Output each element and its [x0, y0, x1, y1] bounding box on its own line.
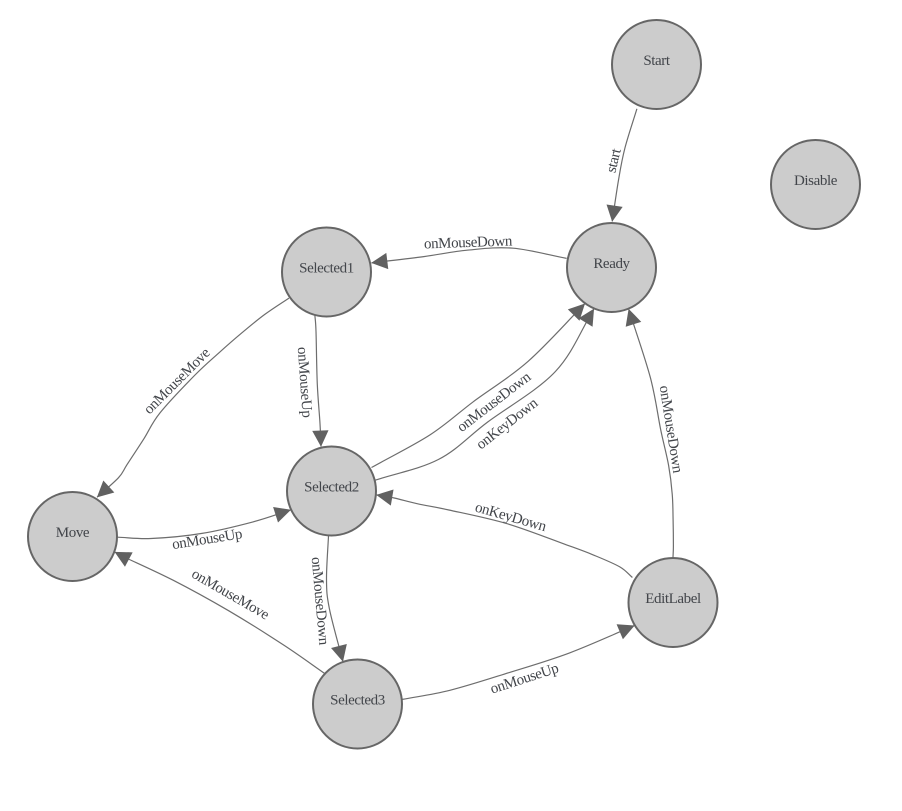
svg-text:Selected1: Selected1	[299, 261, 354, 277]
svg-text:Selected3: Selected3	[330, 693, 385, 709]
svg-text:onMouseDown: onMouseDown	[308, 556, 332, 646]
svg-text:Start: Start	[643, 53, 671, 69]
svg-text:onMouseDown: onMouseDown	[424, 233, 514, 252]
svg-text:Ready: Ready	[593, 256, 630, 272]
svg-text:Move: Move	[56, 525, 90, 541]
svg-text:Disable: Disable	[794, 173, 838, 189]
svg-text:start: start	[604, 146, 625, 174]
svg-text:EditLabel: EditLabel	[645, 591, 701, 607]
svg-text:Selected2: Selected2	[304, 480, 359, 496]
svg-text:onMouseUp: onMouseUp	[294, 346, 315, 418]
